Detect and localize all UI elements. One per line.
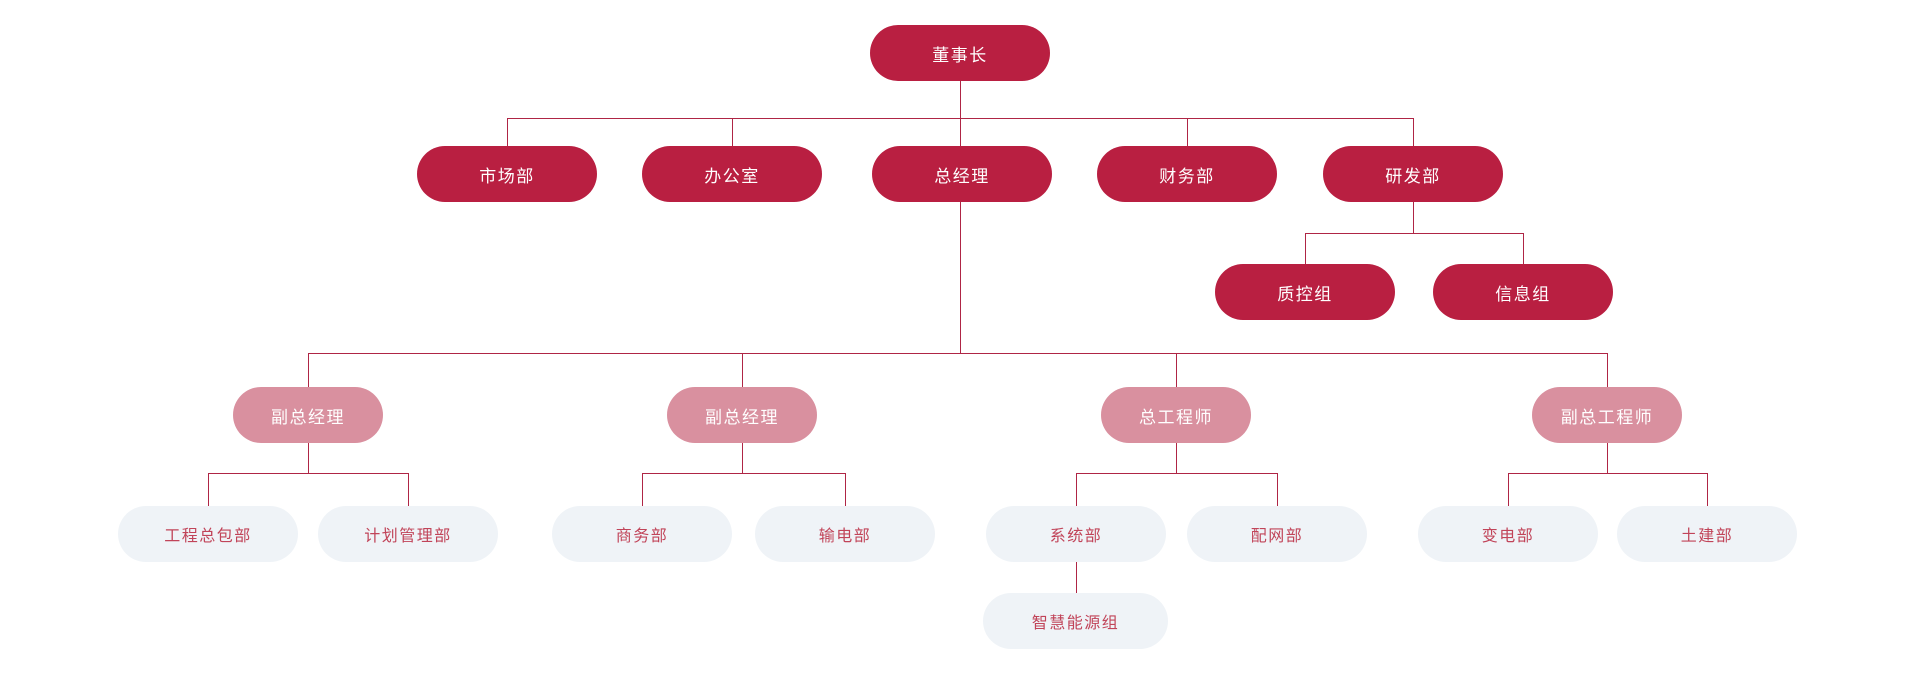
org-node-chief-engineer: 总工程师	[1101, 387, 1251, 443]
org-node-rnd-dept: 研发部	[1323, 146, 1503, 202]
connector-line	[308, 443, 309, 473]
connector-line	[1305, 233, 1523, 234]
connector-line	[507, 118, 508, 146]
org-node-substation-dept: 变电部	[1418, 506, 1598, 562]
org-node-deputy-general-manager-1: 副总经理	[233, 387, 383, 443]
org-node-smart-energy-group: 智慧能源组	[983, 593, 1168, 649]
org-node-chairman: 董事长	[870, 25, 1050, 81]
org-node-commerce-dept: 商务部	[552, 506, 732, 562]
connector-line	[1508, 473, 1509, 506]
connector-line	[1607, 353, 1608, 387]
connector-line	[1607, 443, 1608, 473]
connector-line	[1076, 473, 1277, 474]
connector-line	[1277, 473, 1278, 506]
org-node-information-group: 信息组	[1433, 264, 1613, 320]
connector-line	[742, 353, 743, 387]
connector-line	[732, 118, 733, 146]
connector-line	[1305, 233, 1306, 264]
connector-line	[408, 473, 409, 506]
connector-line	[1413, 202, 1414, 233]
org-node-system-dept: 系统部	[986, 506, 1166, 562]
connector-line	[1187, 118, 1188, 146]
org-node-quality-control-group: 质控组	[1215, 264, 1395, 320]
connector-line	[208, 473, 209, 506]
org-node-civil-engineering-dept: 土建部	[1617, 506, 1797, 562]
connector-line	[1076, 562, 1077, 593]
org-node-power-transmission-dept: 输电部	[755, 506, 935, 562]
connector-line	[1523, 233, 1524, 264]
connector-line	[308, 353, 1607, 354]
connector-line	[742, 443, 743, 473]
org-node-marketing-dept: 市场部	[417, 146, 597, 202]
connector-line	[1508, 473, 1707, 474]
org-node-engineering-contracting-dept: 工程总包部	[118, 506, 298, 562]
org-node-general-manager: 总经理	[872, 146, 1052, 202]
org-node-planning-management-dept: 计划管理部	[318, 506, 498, 562]
org-node-deputy-general-manager-2: 副总经理	[667, 387, 817, 443]
connector-line	[1707, 473, 1708, 506]
connector-line	[308, 353, 309, 387]
connector-line	[507, 118, 1413, 119]
org-node-office: 办公室	[642, 146, 822, 202]
org-node-finance-dept: 财务部	[1097, 146, 1277, 202]
connector-line	[960, 81, 961, 146]
connector-line	[845, 473, 846, 506]
connector-line	[1176, 443, 1177, 473]
connector-line	[208, 473, 408, 474]
org-node-distribution-network-dept: 配网部	[1187, 506, 1367, 562]
connector-line	[960, 202, 961, 353]
connector-line	[1176, 353, 1177, 387]
connector-line	[1413, 118, 1414, 146]
connector-line	[642, 473, 845, 474]
connector-line	[1076, 473, 1077, 506]
org-node-deputy-chief-engineer: 副总工程师	[1532, 387, 1682, 443]
connector-line	[642, 473, 643, 506]
